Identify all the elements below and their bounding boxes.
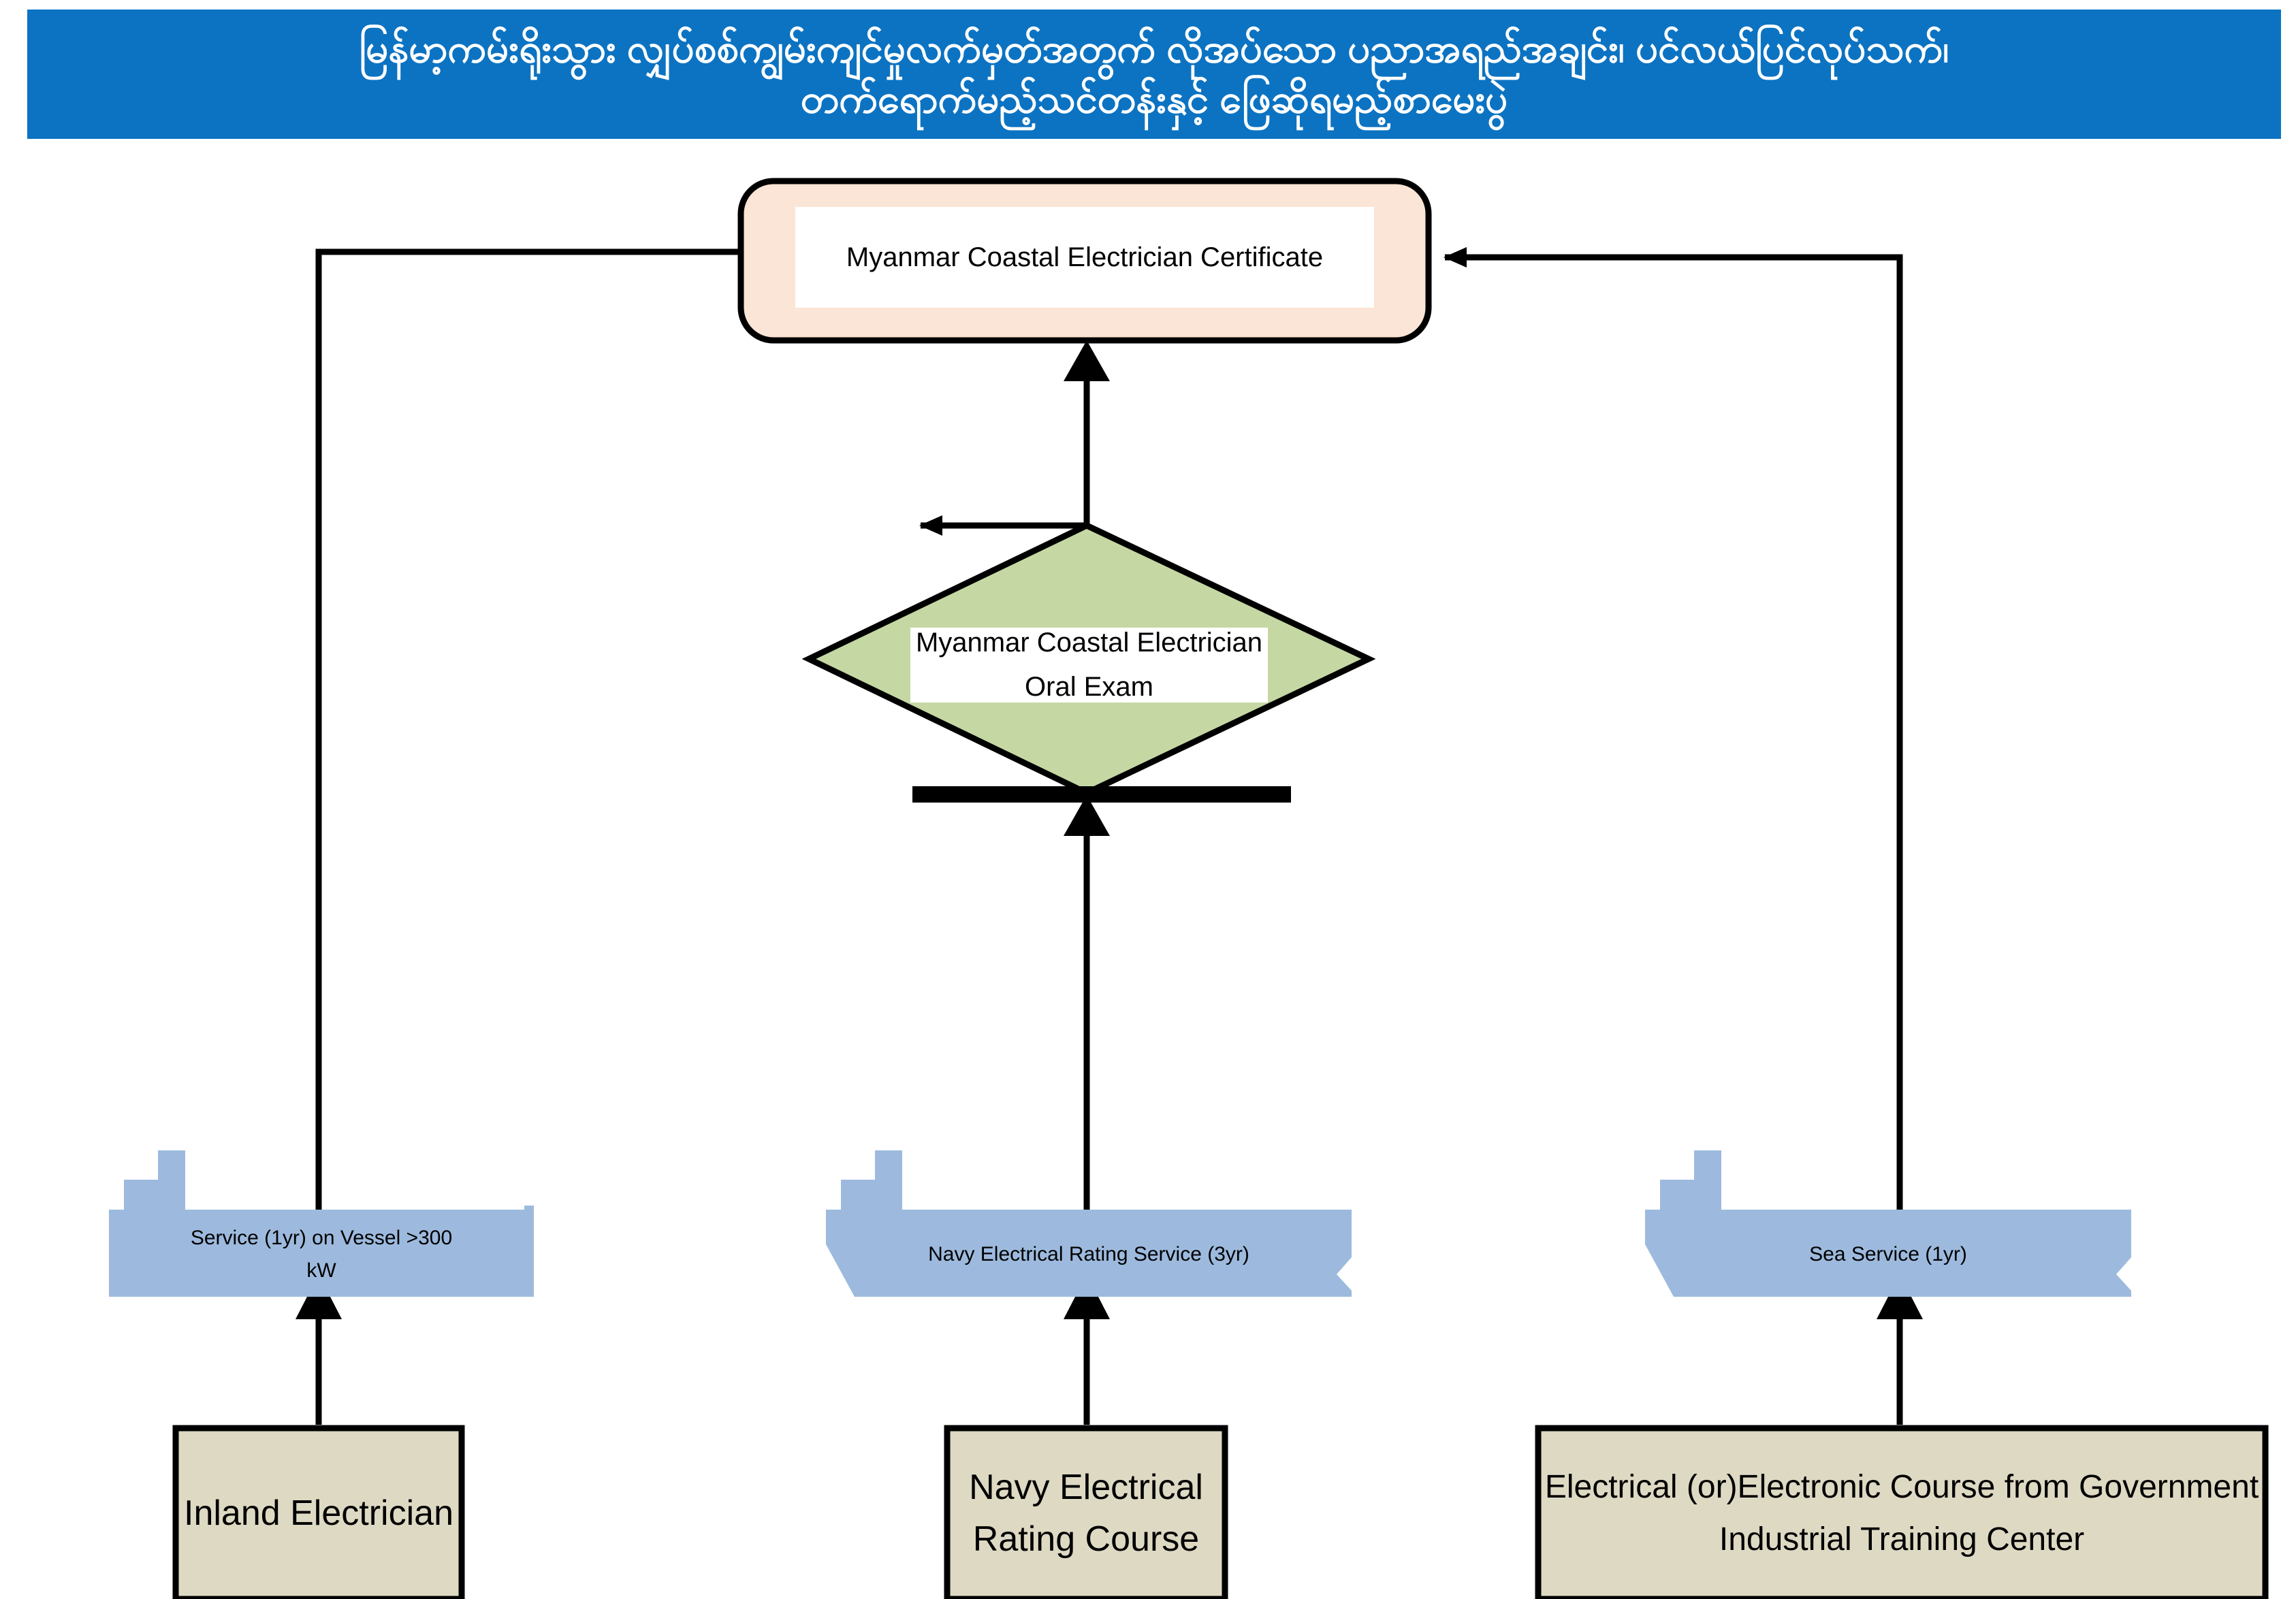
connector-sea-service-to-certificate	[1444, 247, 1903, 1267]
exam-entry-bar	[912, 786, 1291, 803]
connector-navy-service-to-exam	[1064, 795, 1110, 1267]
connector-navy-course-to-ship	[1064, 1274, 1110, 1425]
connector-vessel-service-to-certificate	[315, 242, 1412, 1267]
course-box-inland-electrician	[172, 1425, 465, 1599]
course-box-government-training	[1535, 1425, 2269, 1599]
title-banner: မြန်မာ့ကမ်းရိုးသွား လျှပ်စစ်ကျွမ်းကျင်မှ…	[27, 10, 2281, 139]
title-line-1: မြန်မာ့ကမ်းရိုးသွား လျှပ်စစ်ကျွမ်းကျင်မှ…	[359, 26, 1949, 71]
ship-navy-service	[826, 1150, 1352, 1297]
title-line-2: တက်ရောက်မည့်သင်တန်းနှင့် ဖြေဆိုရမည့်စာမေ…	[800, 77, 1508, 121]
ship-sea-service	[1645, 1150, 2131, 1297]
connector-exam-to-certificate	[919, 340, 1110, 536]
connector-government-course-to-ship	[1877, 1274, 1923, 1425]
exam-diamond	[801, 522, 1376, 796]
ship-vessel-service	[109, 1150, 534, 1297]
certificate-node	[737, 178, 1432, 344]
connector-inland-electrician-to-ship	[296, 1274, 342, 1425]
course-box-navy-electrical-rating	[944, 1425, 1228, 1599]
